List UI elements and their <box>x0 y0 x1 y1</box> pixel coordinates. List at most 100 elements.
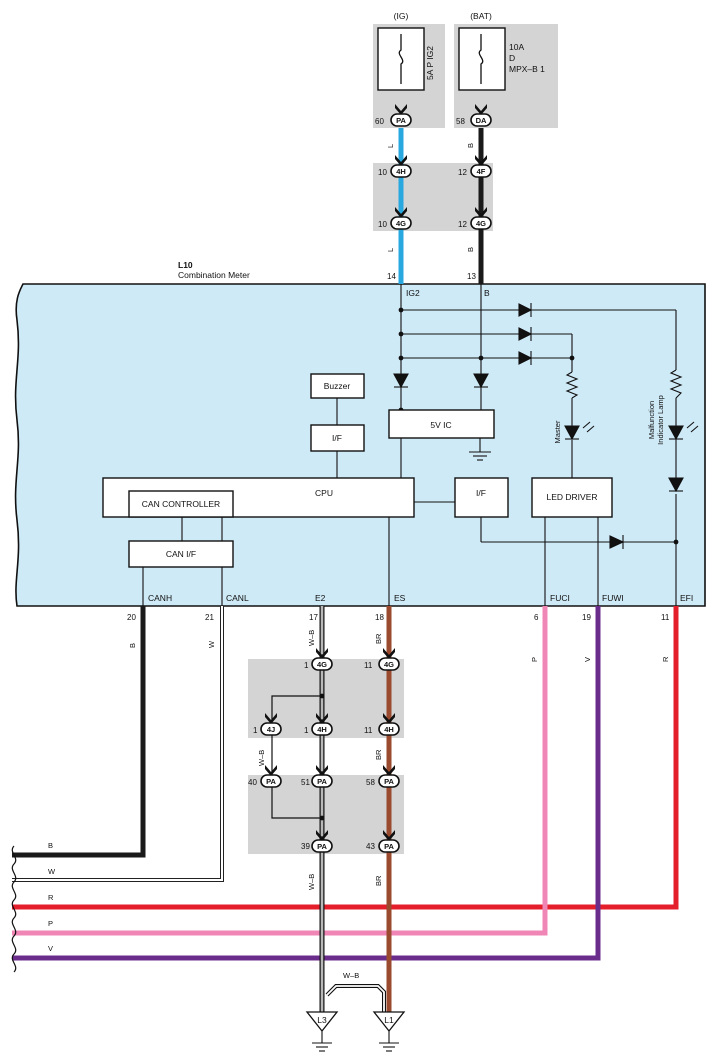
pin-11: 11 <box>364 726 373 735</box>
connector-code: PA <box>266 777 276 786</box>
mil-label-line2: Indicator Lamp <box>656 395 665 445</box>
can-controller-label: CAN CONTROLLER <box>142 499 220 509</box>
harness-label-p: P <box>48 919 53 928</box>
connector-arrow-icon <box>475 104 487 115</box>
connector-badge: 4G <box>311 648 333 671</box>
connector-badge: 4G <box>390 207 412 230</box>
connector-code: PA <box>384 777 394 786</box>
connector-badge: 4F <box>470 155 492 178</box>
wire-p-fuci <box>12 606 548 936</box>
terminal-ig2: IG2 <box>406 288 420 298</box>
pin-numbers: 60 58 10 12 10 12 14 13 20 21 17 18 6 19… <box>127 117 670 851</box>
fuse-ig-source: (IG) <box>394 11 409 21</box>
terminal-canl: CANL <box>226 593 249 603</box>
wire-r-efi <box>12 606 679 910</box>
buzzer-label: Buzzer <box>324 381 351 391</box>
cpu-label: CPU <box>315 488 333 498</box>
terminal-fuwi: FUWI <box>602 593 624 603</box>
resistor-icons <box>565 369 683 399</box>
connector-arrow-icon <box>316 648 328 659</box>
fuse-symbol-icon <box>398 34 404 84</box>
pin-17: 17 <box>309 613 318 622</box>
connector-arrow-icon <box>383 765 395 776</box>
wire-label-wb: W–B <box>307 630 316 646</box>
wire-label-b: B <box>128 643 137 648</box>
connector-code: 4H <box>396 167 406 176</box>
pin-11: 11 <box>364 661 373 670</box>
fuse-symbol-icon <box>478 34 484 84</box>
connector-badge: PA <box>378 830 400 853</box>
wire-label-wb: W–B <box>307 874 316 890</box>
wire-label-l: L <box>386 144 395 148</box>
pin-21: 21 <box>205 613 214 622</box>
wire-b-canh <box>12 606 146 858</box>
terminal-e2: E2 <box>315 593 326 603</box>
harness-label-w: W <box>48 867 56 876</box>
fuse-box-bat: (BAT) 10A D MPX–B 1 <box>454 11 558 128</box>
connector-badge: 4J <box>260 713 282 736</box>
connector-code: 4G <box>317 660 327 669</box>
if-upper-label: I/F <box>332 433 342 443</box>
connector-arrow-icon <box>383 830 395 841</box>
connector-badge: 4G <box>470 207 492 230</box>
wire-label-p: P <box>530 657 539 662</box>
pin-6: 6 <box>534 613 539 622</box>
connector-arrow-icon <box>316 765 328 776</box>
master-label: Master <box>553 420 562 443</box>
connector-arrow-icon <box>265 765 277 776</box>
harness-label-v: V <box>48 944 53 953</box>
terminal-efi: EFI <box>680 593 693 603</box>
pin-20: 20 <box>127 613 136 622</box>
wire-wb-e2 <box>319 606 386 1012</box>
fuse-bat-rating: 10A <box>509 42 524 52</box>
connector-badge: DA <box>470 104 492 127</box>
fuse-bat-name: MPX–B 1 <box>509 64 545 74</box>
can-if-label: CAN I/F <box>166 549 196 559</box>
connector-badge: PA <box>260 765 282 788</box>
connector-code: PA <box>396 116 406 125</box>
connector-code: 4J <box>267 725 275 734</box>
pin-1: 1 <box>304 726 309 735</box>
pin-39: 39 <box>301 842 310 851</box>
connector-badge: 4H <box>390 155 412 178</box>
connector-badge: 4G <box>378 648 400 671</box>
connector-badge: PA <box>390 104 412 127</box>
connector-arrow-icon <box>383 713 395 724</box>
pin-58: 58 <box>456 117 465 126</box>
terminal-b: B <box>484 288 490 298</box>
ground-point-l1: L1 <box>372 1011 406 1052</box>
pin-43: 43 <box>366 842 375 851</box>
led-driver-label: LED DRIVER <box>546 492 597 502</box>
pin-12: 12 <box>458 220 467 229</box>
wire-color-labels: L B L B B W W–B BR P V R W–B BR W–B BR W… <box>48 143 670 980</box>
pin-12: 12 <box>458 168 467 177</box>
ground-icon <box>469 451 491 461</box>
connector-badge: PA <box>378 765 400 788</box>
diode-icons <box>393 303 684 549</box>
connector-arrow-icon <box>316 830 328 841</box>
wire-label-l: L <box>386 248 395 252</box>
fuse-bat-source: (BAT) <box>470 11 492 21</box>
wire-label-v: V <box>583 657 592 662</box>
connector-badge: 4H <box>378 713 400 736</box>
connector-arrow-icon <box>316 713 328 724</box>
pin-1: 1 <box>253 726 258 735</box>
wire-label-b: B <box>466 143 475 148</box>
connector-code: 4G <box>384 660 394 669</box>
terminal-fuci: FUCI <box>550 593 570 603</box>
if-right-label: I/F <box>476 488 486 498</box>
terminal-canh: CANH <box>148 593 172 603</box>
connector-arrow-icon <box>395 155 407 166</box>
connector-arrow-icon <box>383 648 395 659</box>
connector-code: PA <box>384 842 394 851</box>
connector-badge: 4H <box>311 713 333 736</box>
connector-arrow-icon <box>475 155 487 166</box>
connector-code: PA <box>317 777 327 786</box>
connector-arrow-icon <box>475 207 487 218</box>
wire-label-w: W <box>207 640 216 648</box>
ground-point-l3: L3 <box>305 1011 339 1052</box>
connector-arrow-icon <box>265 713 277 724</box>
connector-code: 4H <box>317 725 327 734</box>
